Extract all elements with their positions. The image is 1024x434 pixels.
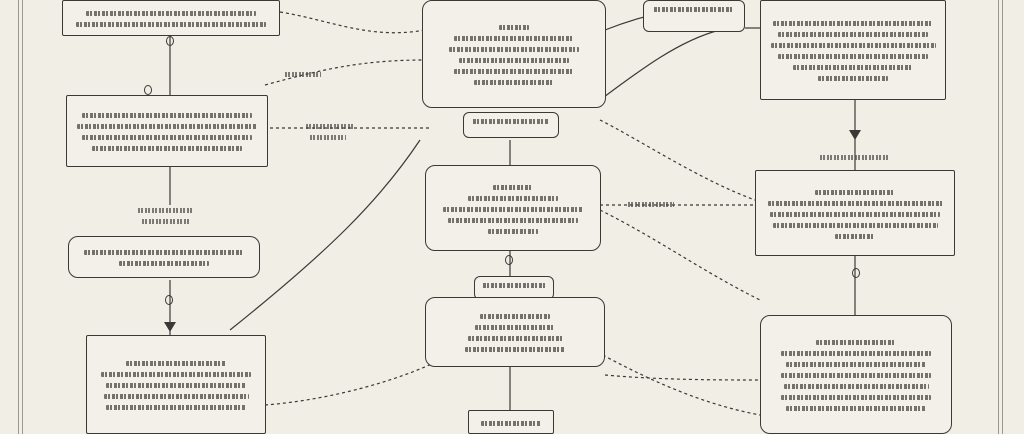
node-top-center xyxy=(422,0,606,108)
text-line xyxy=(82,113,252,118)
node-top-right-tab xyxy=(643,0,745,32)
node-bottom-right xyxy=(760,315,952,434)
connector-leftupper-topcenter xyxy=(264,59,426,86)
text-line xyxy=(77,124,257,129)
node-lower-center xyxy=(425,297,605,367)
text-line xyxy=(76,22,266,27)
connector-annotation xyxy=(138,208,192,213)
text-line xyxy=(767,200,943,206)
frame-right-line-outer xyxy=(1002,0,1003,434)
text-line xyxy=(786,362,926,367)
text-line xyxy=(654,7,734,12)
text-line xyxy=(86,11,256,16)
text-line xyxy=(467,336,563,341)
connector-topcenter-topright-2 xyxy=(599,29,721,101)
node-center-label xyxy=(463,112,559,138)
text-line xyxy=(449,47,579,52)
node-top-left xyxy=(62,0,280,36)
text-line xyxy=(82,135,252,140)
frame-left-line-inner xyxy=(22,0,23,434)
text-line xyxy=(815,189,895,195)
text-line xyxy=(474,80,554,85)
text-line xyxy=(770,43,936,48)
text-line xyxy=(101,372,251,377)
connector-topleft-topcenter xyxy=(279,11,426,34)
text-line xyxy=(818,76,888,81)
connector-annotation xyxy=(306,124,354,129)
node-left-middle xyxy=(68,236,260,278)
connector-annotation xyxy=(285,72,321,77)
connector-topcenter-rightmiddle xyxy=(599,119,756,201)
frame-right-line xyxy=(998,0,999,434)
connector-annotation xyxy=(310,135,346,140)
node-lower-center-tab xyxy=(474,276,554,300)
text-line xyxy=(475,325,555,330)
node-left-upper xyxy=(66,95,268,167)
arrow-icon xyxy=(849,130,861,140)
text-line xyxy=(454,69,574,74)
text-line xyxy=(126,361,226,366)
text-line xyxy=(119,261,209,266)
arrow-icon xyxy=(164,322,176,332)
text-line xyxy=(786,406,926,411)
text-line xyxy=(783,384,929,389)
text-line xyxy=(448,217,578,223)
ring-icon xyxy=(505,255,513,265)
node-bottom-center xyxy=(468,410,554,434)
text-line xyxy=(482,283,546,288)
ring-icon xyxy=(165,295,173,305)
connector-annotation xyxy=(628,202,674,207)
text-line xyxy=(493,184,533,190)
text-line xyxy=(499,25,529,30)
text-line xyxy=(772,222,938,228)
connector-annotation xyxy=(820,155,890,160)
text-line xyxy=(816,340,896,345)
text-line xyxy=(106,383,246,388)
connector-bottomleft-lowercenter xyxy=(264,359,441,406)
text-line xyxy=(793,65,913,70)
text-line xyxy=(781,351,931,356)
text-line xyxy=(443,206,583,212)
text-line xyxy=(778,32,928,37)
ring-icon xyxy=(166,36,174,46)
node-center xyxy=(425,165,601,251)
text-line xyxy=(781,395,931,400)
connector-center-bottomright xyxy=(599,209,761,301)
ring-icon xyxy=(144,85,152,95)
text-line xyxy=(488,228,538,234)
text-line xyxy=(106,405,246,410)
node-top-right xyxy=(760,0,946,100)
node-right-middle xyxy=(755,170,955,256)
text-line xyxy=(103,394,249,399)
text-line xyxy=(84,250,244,255)
text-line xyxy=(454,36,574,41)
text-line xyxy=(480,314,550,319)
text-line xyxy=(459,58,569,63)
node-bottom-left xyxy=(86,335,266,434)
connector-annotation xyxy=(142,219,190,224)
text-line xyxy=(773,21,933,26)
frame-left-line xyxy=(18,0,19,434)
text-line xyxy=(781,373,931,378)
text-line xyxy=(468,195,558,201)
connector-lowercenter-bottomright xyxy=(604,374,761,381)
text-line xyxy=(473,119,549,124)
text-line xyxy=(481,420,541,426)
text-line xyxy=(92,146,242,151)
text-line xyxy=(835,233,875,239)
connector-centerlabel-bottomleft xyxy=(229,139,421,331)
text-line xyxy=(770,211,940,217)
text-line xyxy=(778,54,928,59)
text-line xyxy=(465,347,565,352)
ring-icon xyxy=(852,268,860,278)
